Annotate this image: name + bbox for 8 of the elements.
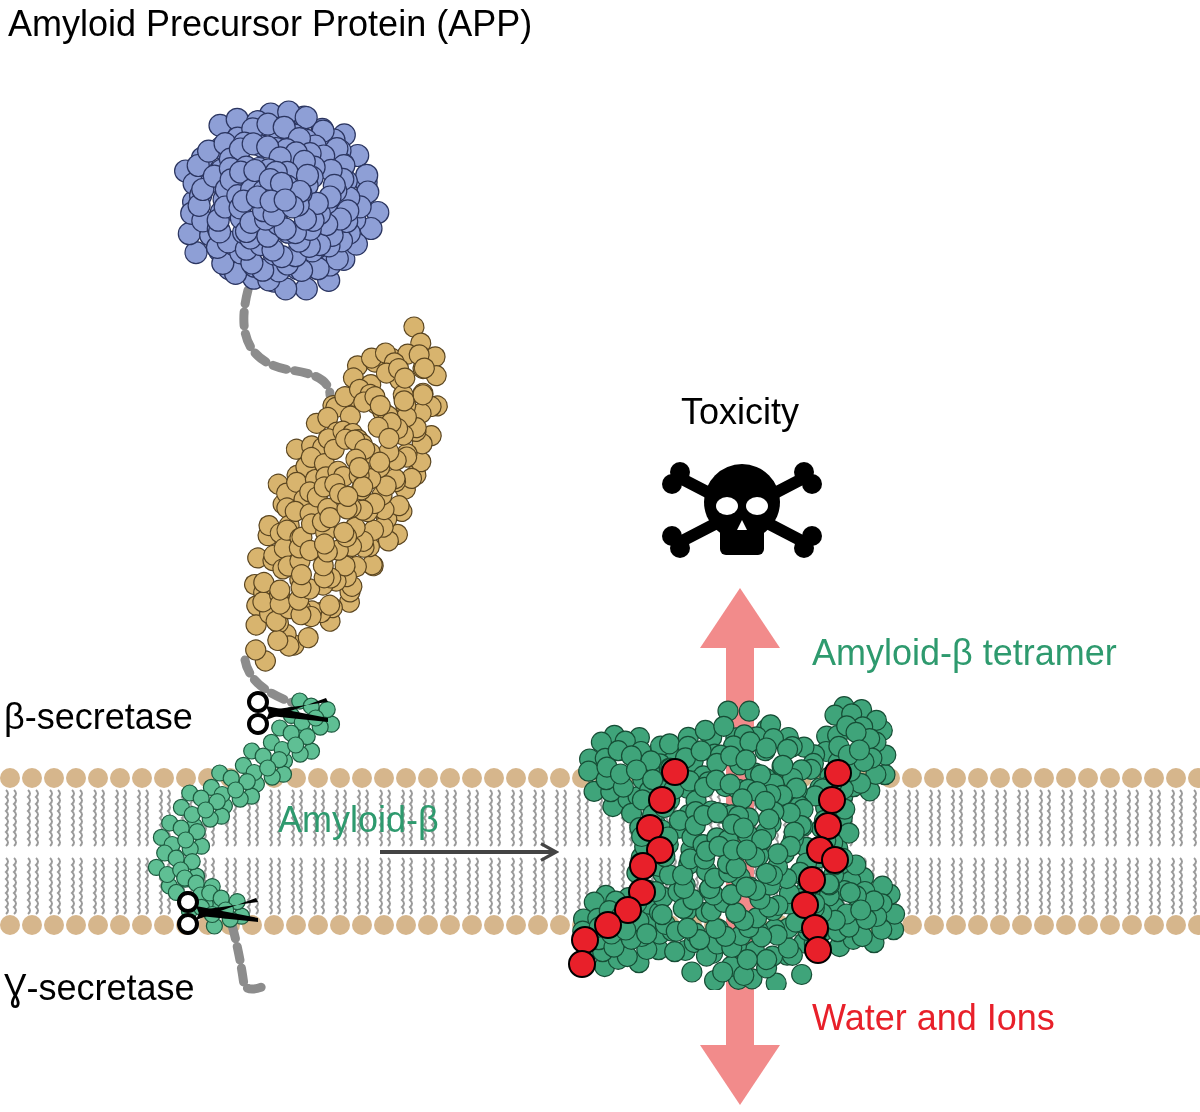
title: Amyloid Precursor Protein (APP): [8, 4, 533, 44]
enzyme-label: β-secretase: [4, 697, 193, 737]
enzyme-label: Ɣ-secretase: [4, 968, 195, 1008]
label: Water and Ions: [812, 998, 1055, 1038]
peptide-label: Amyloid-β: [278, 800, 439, 840]
label: Toxicity: [681, 392, 799, 432]
arrow: [380, 842, 558, 862]
complex-label: Amyloid-β tetramer: [812, 633, 1117, 673]
